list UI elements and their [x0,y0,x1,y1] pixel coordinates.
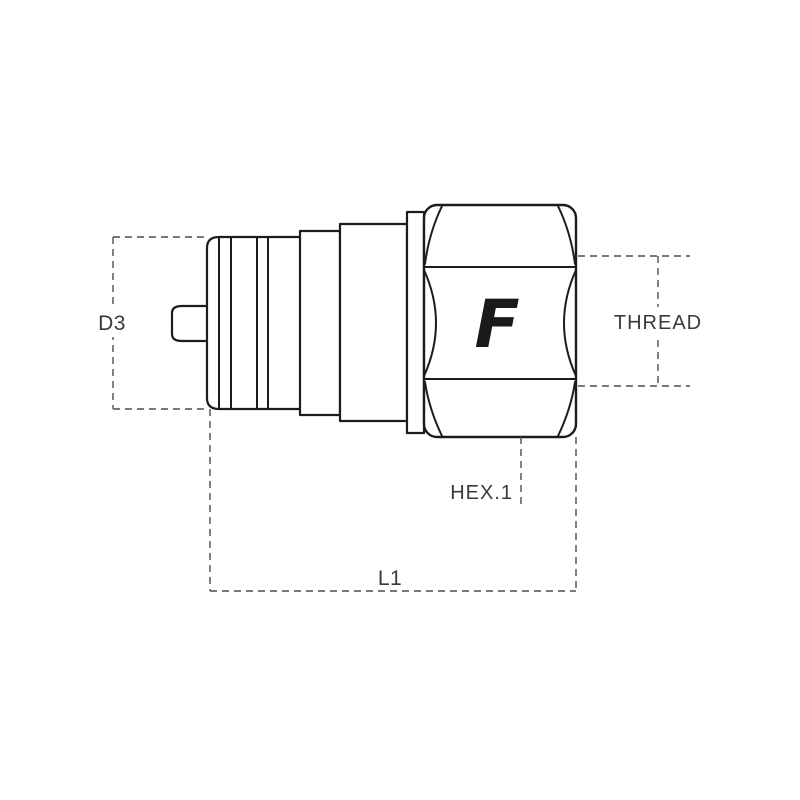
hex-chamfer-arc [423,269,437,377]
middle-section [298,229,342,417]
hex-chamfer-arc [424,205,443,265]
dimension-thread: THREAD [578,255,707,387]
brand-logo: F [474,286,519,363]
d3-label-background [93,307,132,337]
hex-chamfer-arc [424,381,443,437]
hex-chamfer-arc [557,381,576,437]
hex-chamfer-arc [557,205,576,265]
dimension-hex1: HEX.1 [450,437,522,506]
coupling-hex: F [422,203,578,439]
dimension-d3: D3 [93,236,207,410]
d3-label: D3 [98,312,126,335]
valve-tip [170,304,214,343]
thread-label: THREAD [614,312,702,334]
hex1-label: HEX.1 [450,482,513,504]
hex-chamfer-arc [563,269,577,377]
l1-label: L1 [378,567,402,590]
coupling-part: F [170,203,578,439]
flange-collar [405,210,426,435]
dimension-l1: L1 [209,409,577,592]
thread-label-background [611,307,707,337]
body-section [338,222,409,423]
